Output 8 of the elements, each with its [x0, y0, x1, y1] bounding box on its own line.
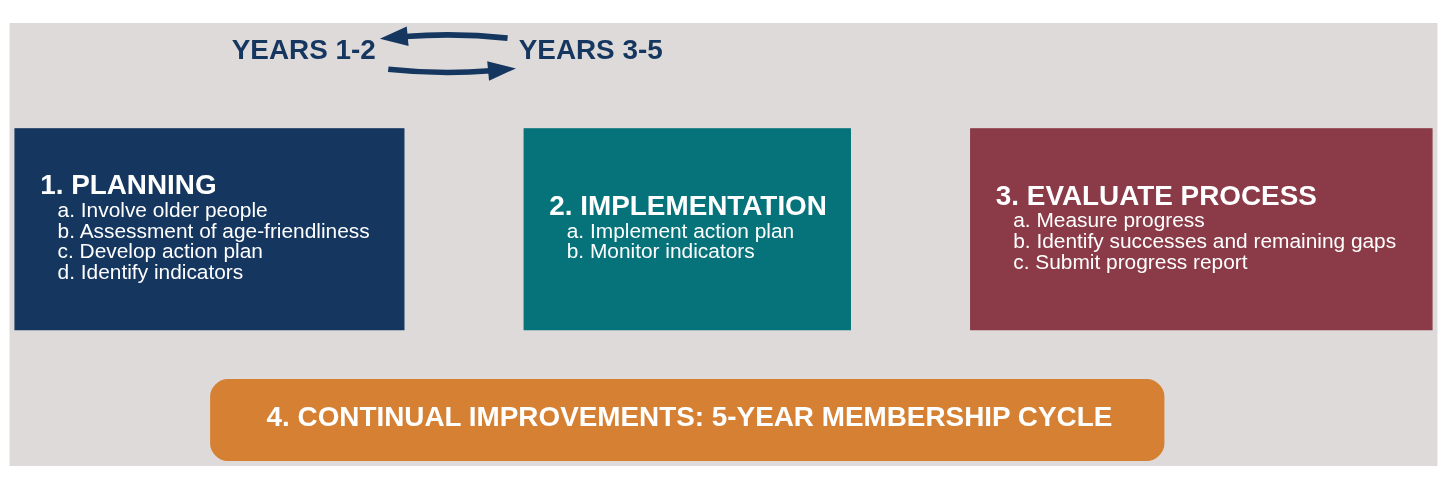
arrow	[379, 26, 508, 46]
node-text: YEARS 3-5	[518, 34, 663, 66]
node-box: 3. EVALUATE PROCESS a. Measure progress b. Identify successes and remaining gaps c. Submit progress report	[970, 128, 1433, 331]
node-box: 2. IMPLEMENTATION a. Implement action plan b. Monitor indicators	[523, 128, 851, 331]
arrow	[387, 61, 516, 81]
node-text: YEARS 1-2	[231, 34, 376, 66]
node-box: 1. PLANNING a. Involve older people b. Assessment of age-friendliness c. Develop action plan d. Identify indicators	[14, 128, 405, 331]
node-box: 4. CONTINUAL IMPROVEMENTS: 5-YEAR MEMBERSHIP CYCLE	[210, 378, 1165, 462]
